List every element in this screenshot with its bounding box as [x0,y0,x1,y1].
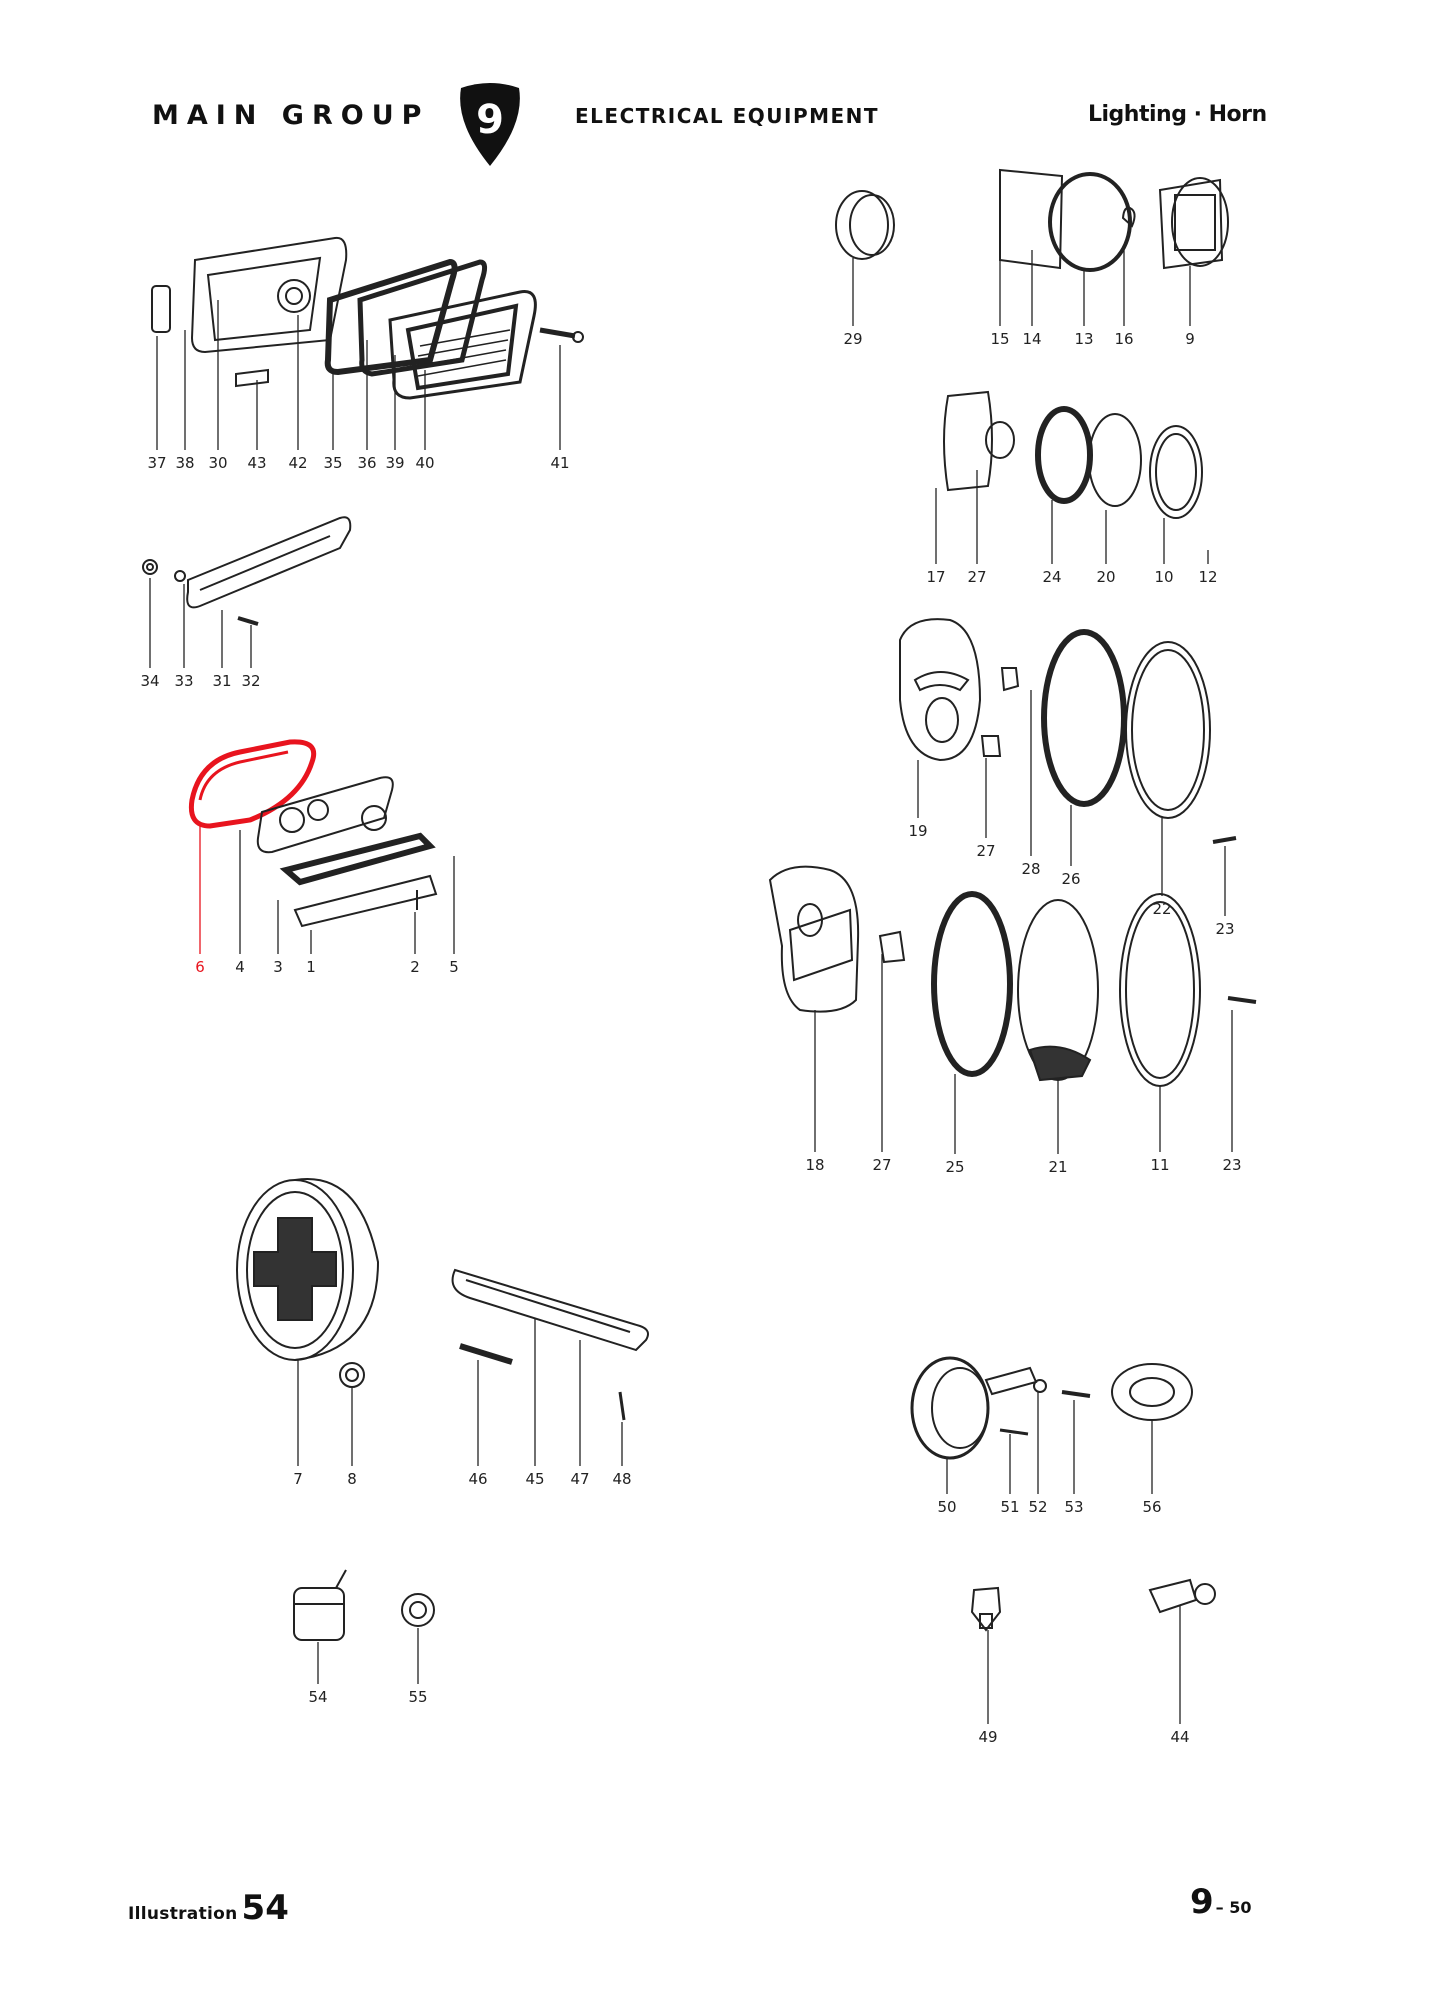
part-number-52: 52 [1028,1498,1047,1516]
part-number-50: 50 [937,1498,956,1516]
part-number-6: 6 [195,958,205,976]
part-number-42: 42 [288,454,307,472]
part-number-24: 24 [1042,568,1061,586]
part-number-39: 39 [385,454,404,472]
part-number-35: 35 [323,454,342,472]
main-group-heading: MAIN GROUP [152,100,430,131]
group-number-badge: 9 [460,83,520,166]
part-number-34: 34 [140,672,159,690]
group-number: 9 [476,97,504,143]
part-number-29: 29 [843,330,862,348]
part-number-37: 37 [147,454,166,472]
part-number-38: 38 [175,454,194,472]
part-number-47: 47 [570,1470,589,1488]
part-number-26: 26 [1061,870,1080,888]
part-number-33: 33 [174,672,193,690]
part-number-19: 19 [908,822,927,840]
part-number-12: 12 [1198,568,1217,586]
flasher-relay-assembly [293,1569,435,1641]
tail-light-assembly-2 [768,865,1257,1087]
part-number-43: 43 [247,454,266,472]
page-number: 9– 50 [1190,1882,1252,1922]
part-number-2: 2 [410,958,420,976]
part-number-28: 28 [1021,860,1040,878]
license-plate-light-assembly [142,516,352,626]
part-number-27: 27 [967,568,986,586]
page-number-main: 9 [1190,1882,1214,1922]
part-number-36: 36 [357,454,376,472]
part-number-40: 40 [415,454,434,472]
part-number-44: 44 [1170,1728,1189,1746]
part-number-53: 53 [1064,1498,1083,1516]
part-number-13: 13 [1074,330,1093,348]
part-number-56: 56 [1142,1498,1161,1516]
part-number-9: 9 [1185,330,1195,348]
part-number-22: 22 [1152,900,1171,918]
illustration-number: 54 [241,1888,289,1928]
part-number-23: 23 [1215,920,1234,938]
illustration-label: Illustration [128,1904,238,1924]
part-number-30: 30 [208,454,227,472]
part-number-49: 49 [978,1728,997,1746]
part-number-45: 45 [525,1470,544,1488]
part-number-3: 3 [273,958,283,976]
headlight-assembly [236,1178,649,1421]
switch-assembly [970,1578,1216,1632]
part-number-15: 15 [990,330,1009,348]
part-number-16: 16 [1114,330,1133,348]
tail-light-assembly-1 [899,618,1237,844]
part-number-27: 27 [872,1156,891,1174]
section-heading: ELECTRICAL EQUIPMENT [575,104,880,128]
part-number-18: 18 [805,1156,824,1174]
page-number-sub: – 50 [1215,1898,1252,1917]
part-number-21: 21 [1048,1158,1067,1176]
part-number-20: 20 [1096,568,1115,586]
front-lamp-assembly [151,236,584,400]
highlighted-lens-6 [188,739,317,829]
part-number-51: 51 [1000,1498,1019,1516]
part-number-32: 32 [241,672,260,690]
horn-assembly [910,1356,1193,1460]
rear-flasher-assembly [943,390,1203,519]
part-number-10: 10 [1154,568,1173,586]
part-number-41: 41 [550,454,569,472]
subsection-heading: Lighting · Horn [1088,102,1267,127]
front-flasher-assembly [835,168,1229,272]
part-number-8: 8 [347,1470,357,1488]
part-number-17: 17 [926,568,945,586]
part-number-11: 11 [1150,1156,1169,1174]
part-number-1: 1 [306,958,316,976]
part-number-48: 48 [612,1470,631,1488]
interior-light-assembly [188,739,438,928]
part-number-4: 4 [235,958,245,976]
part-number-27: 27 [976,842,995,860]
part-number-7: 7 [293,1470,303,1488]
part-number-46: 46 [468,1470,487,1488]
part-number-31: 31 [212,672,231,690]
part-number-54: 54 [308,1688,327,1706]
part-number-5: 5 [449,958,459,976]
part-number-25: 25 [945,1158,964,1176]
part-number-23: 23 [1222,1156,1241,1174]
part-number-55: 55 [408,1688,427,1706]
part-number-14: 14 [1022,330,1041,348]
